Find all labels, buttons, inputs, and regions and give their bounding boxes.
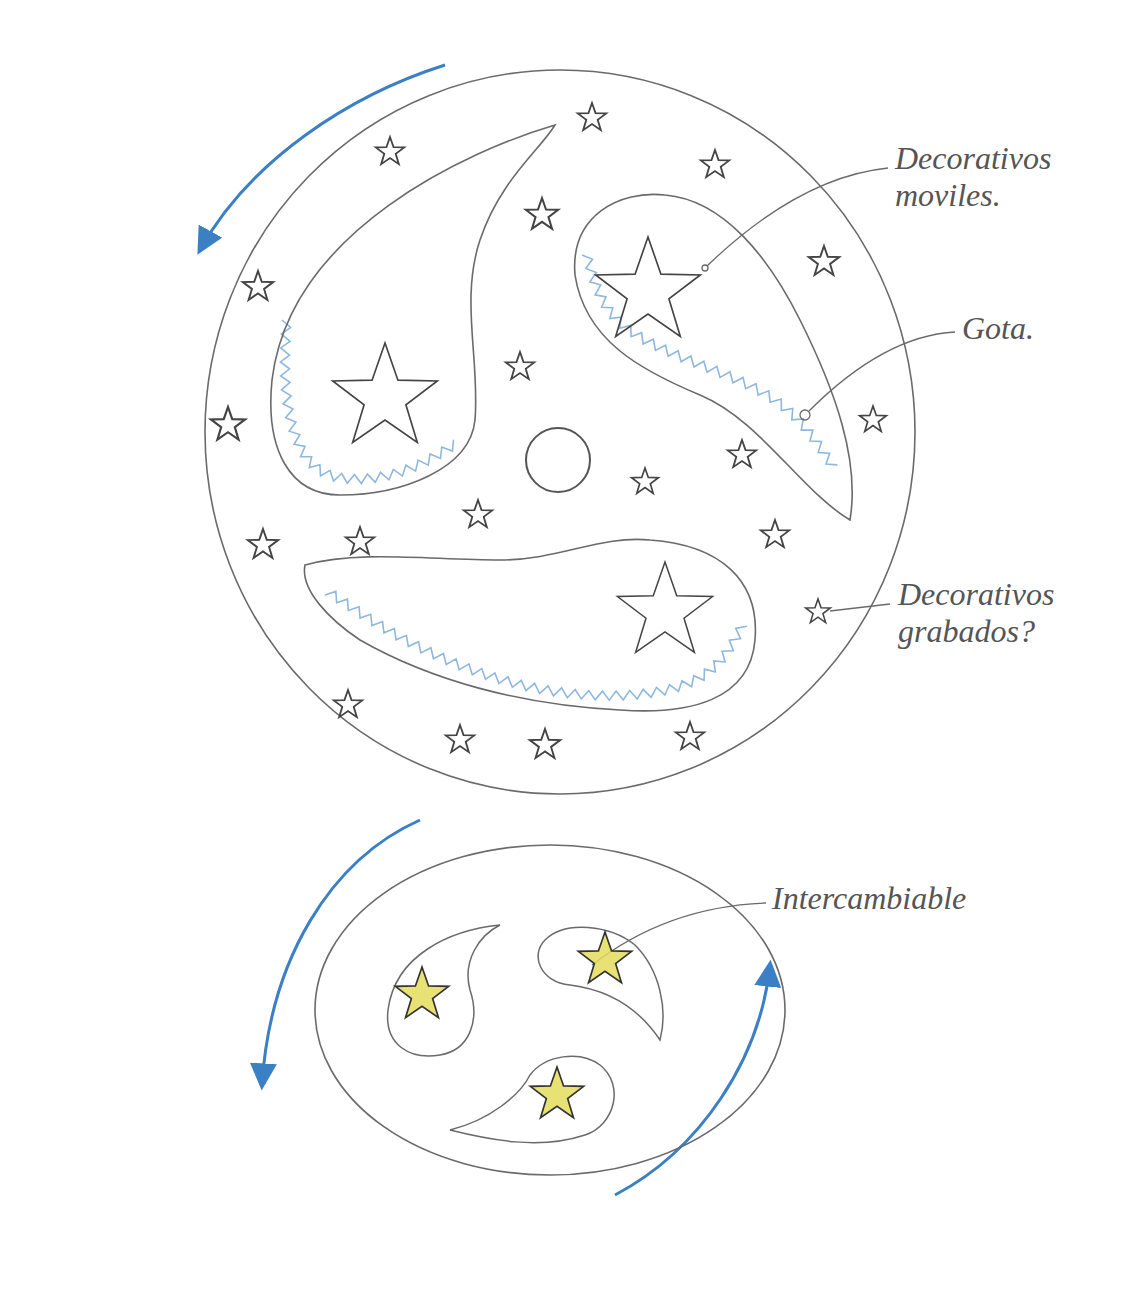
blue-hatching [280, 255, 837, 700]
rotation-arrows [200, 65, 770, 1195]
center-hole [526, 428, 590, 492]
annotation-label: Gota. [962, 310, 1112, 347]
outer-disc [205, 70, 915, 794]
small-disc [315, 845, 785, 1175]
annotation-label: Decorativos grabados? [898, 576, 1113, 650]
annotation-label: Intercambiable [772, 880, 1112, 917]
large-stars [333, 237, 713, 652]
leader-lines [592, 168, 955, 965]
annotation-label: Decorativos moviles. [895, 140, 1110, 214]
small-stars [211, 103, 886, 758]
yellow-stars [395, 932, 631, 1118]
drop-shapes [271, 125, 852, 711]
small-drops [388, 925, 663, 1143]
